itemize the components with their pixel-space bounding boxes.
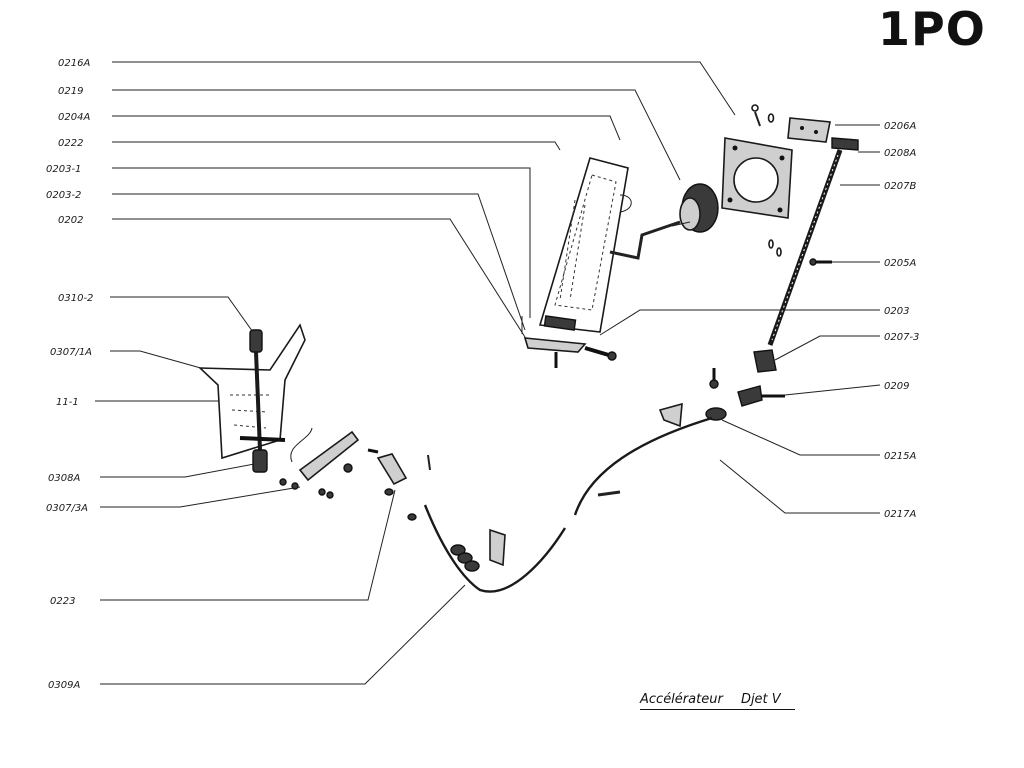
label-0222: 0222 (58, 138, 83, 149)
label-0309A: 0309A (48, 680, 80, 691)
leader-0215A (721, 419, 880, 456)
label-0203-1: 0203-1 (46, 164, 81, 175)
vertical-shaft (239, 329, 286, 473)
diagram-caption: Accélérateur Djet V (640, 692, 795, 710)
bracket-block (787, 117, 859, 151)
small-fasteners (768, 239, 832, 266)
labels-left: 0216A 0219 0204A 0222 0203-1 0203-2 0202… (46, 58, 93, 691)
leader-0204A (112, 115, 621, 141)
leader-0223 (100, 489, 396, 601)
lever-arm (279, 427, 360, 499)
accelerator-cable (423, 416, 713, 593)
label-0209: 0209 (884, 381, 909, 392)
accelerator-pedal (538, 157, 632, 333)
leader-0307-1A (110, 350, 216, 373)
label-0205A: 0205A (884, 258, 916, 269)
leader-0222 (112, 141, 561, 151)
cable-end-clamp (658, 368, 785, 428)
leader-lines-left (95, 61, 736, 685)
small-link (367, 448, 431, 521)
rubber-boot (671, 183, 719, 233)
leader-0217A (719, 459, 880, 514)
rubber-end (753, 349, 777, 373)
pedal-linkage-rod (609, 220, 681, 260)
caption-word-2: Djet V (740, 692, 781, 707)
leader-0203-2 (112, 193, 526, 331)
label-0219: 0219 (58, 86, 83, 97)
caption-word-1: Accélérateur (640, 692, 723, 707)
left-bracket (197, 323, 306, 460)
label-0204A: 0204A (58, 112, 90, 123)
leader-0207-3 (774, 335, 880, 361)
clip-pin (751, 104, 775, 127)
label-0208A: 0208A (884, 148, 916, 159)
label-0307-3A: 0307/3A (46, 503, 88, 514)
firewall-plate (721, 137, 793, 219)
cable-adjuster (450, 528, 506, 572)
threaded-rod (767, 149, 843, 346)
label-0207B: 0207B (884, 181, 916, 192)
leader-0209 (784, 384, 881, 396)
labels-right: 0206A 0208A 0207B 0205A 0203 0207-3 0209… (884, 121, 919, 520)
label-0207-3: 0207-3 (884, 332, 919, 343)
pedal-pivot (521, 316, 617, 368)
label-0307-1A: 0307/1A (50, 347, 92, 358)
label-0203: 0203 (884, 306, 909, 317)
label-11-1: 11-1 (56, 397, 79, 408)
leader-0216A (112, 61, 736, 116)
label-0215A: 0215A (884, 451, 916, 462)
leader-0308A (100, 461, 266, 478)
label-0202: 0202 (58, 215, 83, 226)
leader-0202 (112, 218, 531, 346)
label-0203-2: 0203-2 (46, 190, 81, 201)
leader-0203 (599, 309, 880, 336)
page-code: 1PO (878, 2, 986, 56)
leader-lines-right (599, 124, 881, 514)
label-0223: 0223 (50, 596, 75, 607)
label-0217A: 0217A (884, 509, 916, 520)
leader-0310-2 (110, 296, 256, 336)
leader-0219 (112, 89, 681, 181)
leader-0307-3A (100, 486, 301, 508)
label-0216A: 0216A (58, 58, 90, 69)
label-0308A: 0308A (48, 473, 80, 484)
leader-0203-1 (112, 167, 531, 318)
leader-0309A (100, 584, 466, 685)
label-0310-2: 0310-2 (58, 293, 93, 304)
label-0206A: 0206A (884, 121, 916, 132)
